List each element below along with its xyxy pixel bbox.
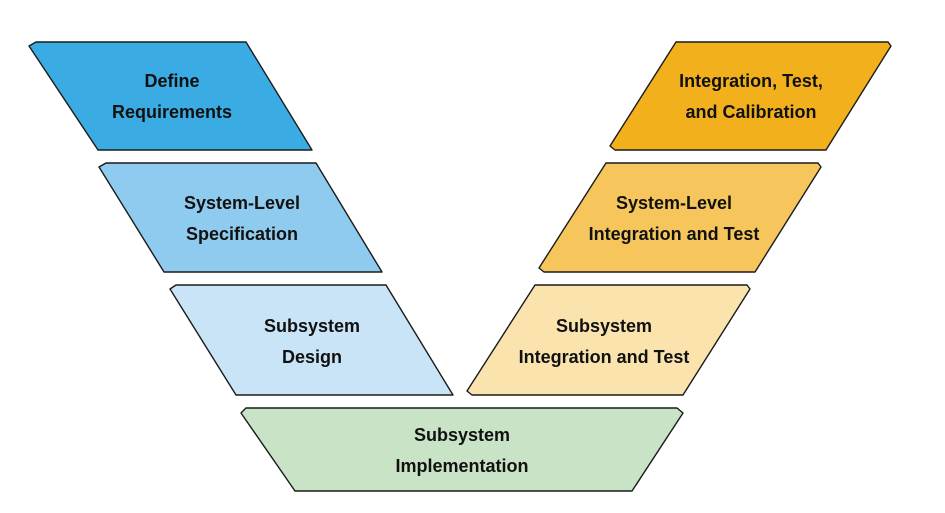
stage-system-level-specification-shape <box>98 162 383 273</box>
stage-subsystem-implementation-line2: Implementation <box>395 456 528 476</box>
stage-integration-test-and-calibration-shape <box>609 41 892 151</box>
stage-system-level-integration-and-test-line1: System-Level <box>616 193 732 213</box>
stage-subsystem-integration-and-test-line1: Subsystem <box>556 316 652 336</box>
stage-subsystem-design-line2: Design <box>282 347 342 367</box>
stage-integration-test-and-calibration-line2: and Calibration <box>685 102 816 122</box>
stage-subsystem-implementation: Subsystem Implementation <box>240 407 684 492</box>
stage-define-requirements-shape <box>28 41 313 151</box>
stage-integration-test-and-calibration: Integration, Test, and Calibration <box>609 41 892 151</box>
stage-subsystem-design: Subsystem Design <box>169 284 454 396</box>
stage-subsystem-integration-and-test-line2: Integration and Test <box>519 347 690 367</box>
stage-subsystem-design-shape <box>169 284 454 396</box>
stage-subsystem-implementation-shape <box>240 407 684 492</box>
stage-system-level-integration-and-test-shape <box>538 162 822 273</box>
stage-integration-test-and-calibration-line1: Integration, Test, <box>679 71 823 91</box>
stage-subsystem-integration-and-test-shape <box>466 284 751 396</box>
stage-define-requirements-line2: Requirements <box>112 102 232 122</box>
stage-system-level-specification-line1: System-Level <box>184 193 300 213</box>
stage-system-level-integration-and-test-line2: Integration and Test <box>589 224 760 244</box>
stage-subsystem-design-line1: Subsystem <box>264 316 360 336</box>
stage-subsystem-implementation-line1: Subsystem <box>414 425 510 445</box>
stage-system-level-integration-and-test: System-Level Integration and Test <box>538 162 822 273</box>
stage-system-level-specification-line2: Specification <box>186 224 298 244</box>
stage-subsystem-integration-and-test: Subsystem Integration and Test <box>466 284 751 396</box>
stage-system-level-specification: System-Level Specification <box>98 162 383 273</box>
stage-define-requirements: Define Requirements <box>28 41 313 151</box>
stage-define-requirements-line1: Define <box>144 71 199 91</box>
